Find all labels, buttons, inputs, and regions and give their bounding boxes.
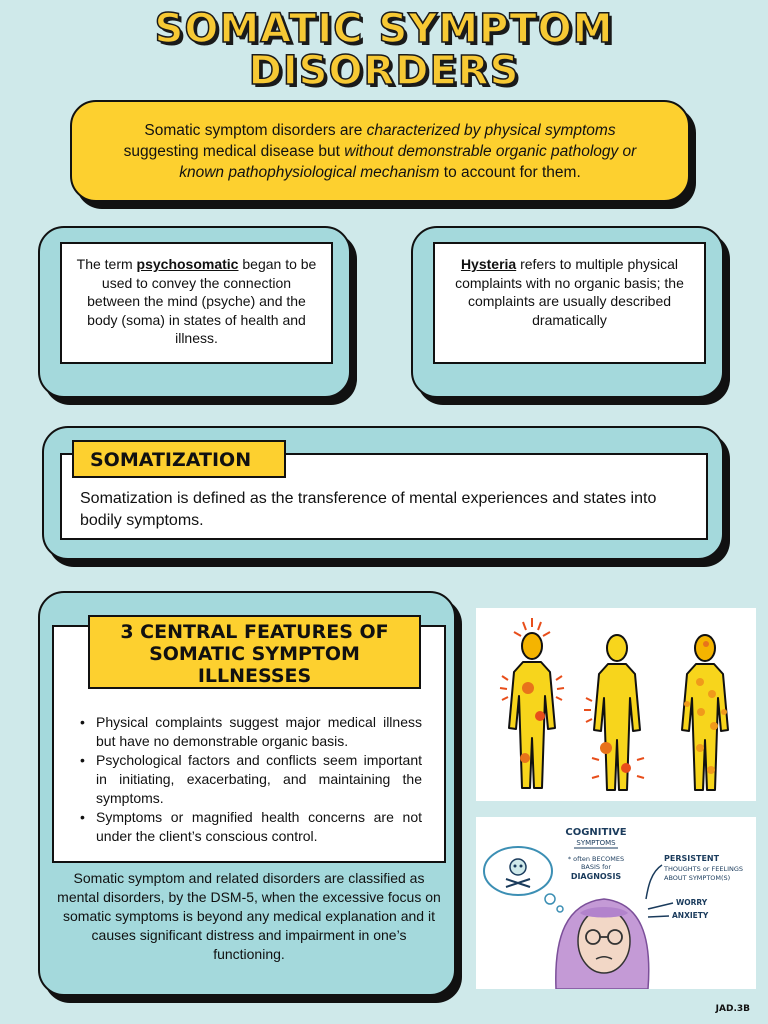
somatization-label: SOMATIZATION: [72, 440, 286, 478]
list-item: Physical complaints suggest major medica…: [80, 713, 422, 751]
figure-3: [681, 634, 729, 791]
worry-label: WORRY: [676, 898, 708, 907]
title-line-2: DISORDERS: [248, 48, 520, 94]
central-features-list: Physical complaints suggest major medica…: [80, 713, 422, 846]
page-title: SOMATIC SYMPTOM DISORDERS: [0, 6, 768, 94]
hysteria-text: Hysteria refers to multiple physical com…: [433, 242, 706, 364]
somatization-text: Somatization is defined as the transfere…: [60, 453, 708, 540]
list-item: Psychological factors and conflicts seem…: [80, 751, 422, 808]
body-figures-svg: [499, 618, 729, 791]
title-line-1: SOMATIC SYMPTOM: [154, 6, 614, 52]
credit: JAD.3B: [715, 1004, 750, 1014]
psychosomatic-term: psychosomatic: [136, 256, 239, 272]
intro-box: Somatic symptom disorders are characteri…: [70, 100, 690, 202]
diagnosis-note-3: DIAGNOSIS: [571, 872, 622, 881]
cognitive-symptoms-illustration: COGNITIVE SYMPTOMS * often BECOMES BASIS…: [476, 817, 756, 990]
persistent-label: PERSISTENT: [664, 854, 720, 863]
persistent-label-2: THOUGHTS or FEELINGS: [663, 865, 743, 873]
dsm5-note: Somatic symptom and related disorders ar…: [57, 870, 441, 962]
somatization-card: SOMATIZATION Somatization is defined as …: [42, 426, 724, 560]
central-features-label: 3 CENTRAL FEATURES OF SOMATIC SYMPTOM IL…: [88, 615, 421, 689]
list-item: Symptoms or magnified health concerns ar…: [80, 808, 422, 846]
thought-bubble-icon: [483, 846, 564, 913]
body-figures-illustration: [476, 608, 756, 801]
diagnosis-note-1: * often BECOMES: [568, 855, 624, 863]
anxiety-label: ANXIETY: [672, 911, 709, 920]
psychosomatic-text: The term psychosomatic began to be used …: [60, 242, 333, 364]
persistent-label-3: ABOUT SYMPTOM(S): [664, 874, 730, 882]
cognitive-subheading: SYMPTOMS: [576, 839, 616, 847]
hysteria-term: Hysteria: [460, 256, 517, 272]
cognitive-svg: COGNITIVE SYMPTOMS * often BECOMES BASIS…: [483, 827, 743, 990]
psychosomatic-card: The term psychosomatic began to be used …: [38, 226, 351, 398]
intro-text: Somatic symptom disorders are characteri…: [123, 121, 637, 181]
figure-1: [499, 618, 565, 789]
cognitive-heading: COGNITIVE: [565, 827, 626, 838]
central-features-card: 3 CENTRAL FEATURES OF SOMATIC SYMPTOM IL…: [38, 591, 456, 996]
worried-person-icon: [555, 898, 650, 990]
diagnosis-note-2: BASIS for: [581, 863, 611, 871]
figure-2: [584, 634, 645, 791]
hysteria-card: Hysteria refers to multiple physical com…: [411, 226, 724, 398]
